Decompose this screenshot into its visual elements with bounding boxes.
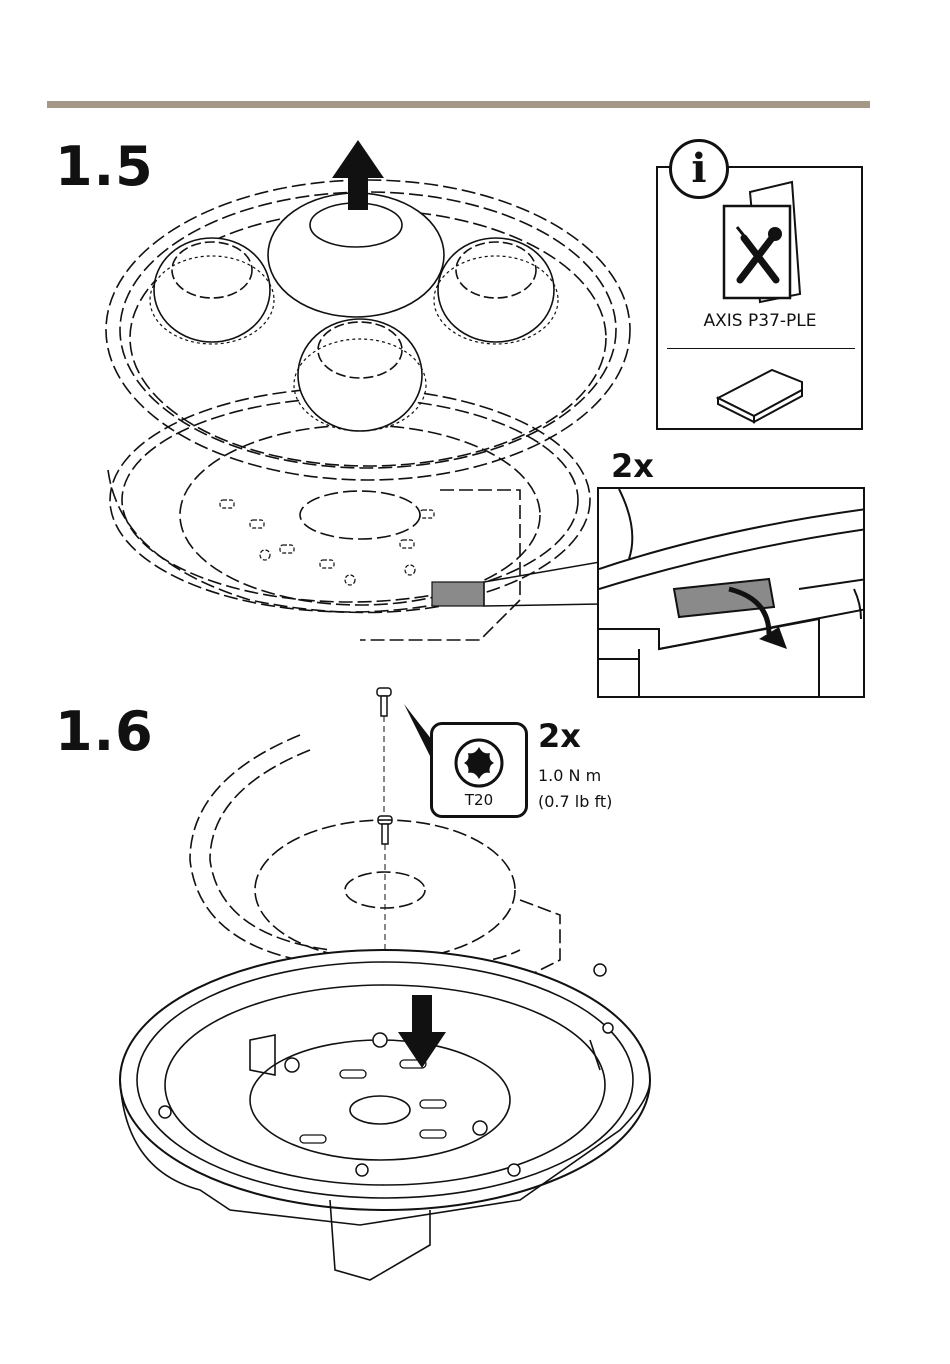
torque-imperial: (0.7 lb ft) — [538, 792, 612, 811]
quantity-label-1-6: 2x — [538, 720, 581, 752]
torx-size-label: T20 — [433, 791, 525, 809]
torque-metric: 1.0 N m — [538, 766, 601, 785]
torx-spec-box: T20 — [430, 722, 528, 818]
